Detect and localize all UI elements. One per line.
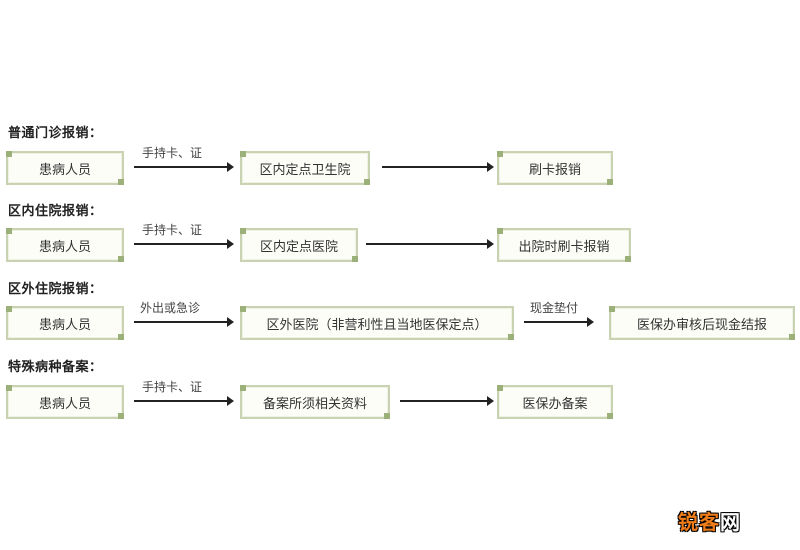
arrow-right-icon [524,317,594,327]
watermark-logo: 锐客网 [678,506,741,535]
section-title-inpatient-local: 区内住院报销： [8,204,103,219]
watermark-part2: 网 [720,510,741,534]
section-title-outpatient: 普通门诊报销： [8,126,103,141]
box-patient: 患病人员 [6,306,124,340]
box-cash-settlement: 医保办审核后现金结报 [609,306,795,340]
box-local-clinic: 区内定点卫生院 [240,151,370,185]
arrow-right-icon [134,239,234,249]
arrow-label-card: 手持卡、证 [142,146,203,160]
box-discharge-reimburse: 出院时刷卡报销 [497,228,631,262]
arrow-label-emergency: 外出或急诊 [140,301,201,315]
arrow-label-card: 手持卡、证 [142,380,203,394]
box-filing-materials: 备案所须相关资料 [240,385,390,419]
arrow-right-icon [400,396,494,406]
arrow-right-icon [134,396,234,406]
box-patient: 患病人员 [6,151,124,185]
arrow-label-card: 手持卡、证 [142,223,203,237]
section-title-special-disease: 特殊病种备案： [8,360,103,375]
box-external-hospital: 区外医院（非营利性且当地医保定点） [240,306,514,340]
arrow-right-icon [366,239,494,249]
arrow-right-icon [134,162,234,172]
box-local-hospital: 区内定点医院 [240,228,358,262]
watermark-part1: 锐客 [678,510,720,534]
arrow-right-icon [134,317,234,327]
arrow-right-icon [382,162,494,172]
section-title-inpatient-external: 区外住院报销： [8,282,103,297]
box-patient: 患病人员 [6,228,124,262]
arrow-label-cash-advance: 现金垫付 [530,301,579,315]
box-patient: 患病人员 [6,385,124,419]
box-card-reimburse: 刷卡报销 [497,151,613,185]
box-insurance-office-filing: 医保办备案 [497,385,613,419]
